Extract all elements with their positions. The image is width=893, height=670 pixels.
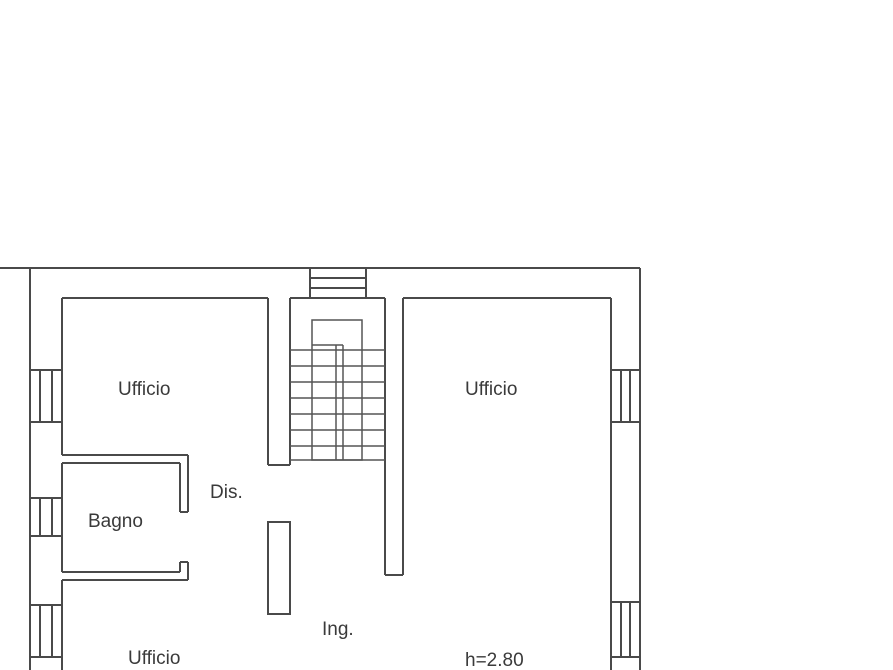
room-label-office-bottom-left: Ufficio — [128, 648, 180, 669]
window-left-top — [29, 369, 63, 423]
interior-walls — [61, 297, 404, 581]
outer-walls — [0, 267, 641, 670]
window-left-middle — [29, 497, 63, 537]
ceiling-height-label: h=2.80 — [465, 650, 524, 670]
room-label-entrance: Ing. — [322, 619, 354, 640]
room-label-office-top-left: Ufficio — [118, 379, 170, 400]
window-right-top — [610, 369, 641, 423]
staircase — [290, 319, 385, 461]
room-label-office-right: Ufficio — [465, 379, 517, 400]
room-label-bathroom: Bagno — [88, 511, 143, 532]
window-left-bottom — [29, 604, 63, 658]
room-label-corridor: Dis. — [210, 482, 243, 503]
window-right-bottom — [610, 601, 641, 658]
partition-column — [267, 521, 291, 615]
window-top — [309, 267, 367, 299]
